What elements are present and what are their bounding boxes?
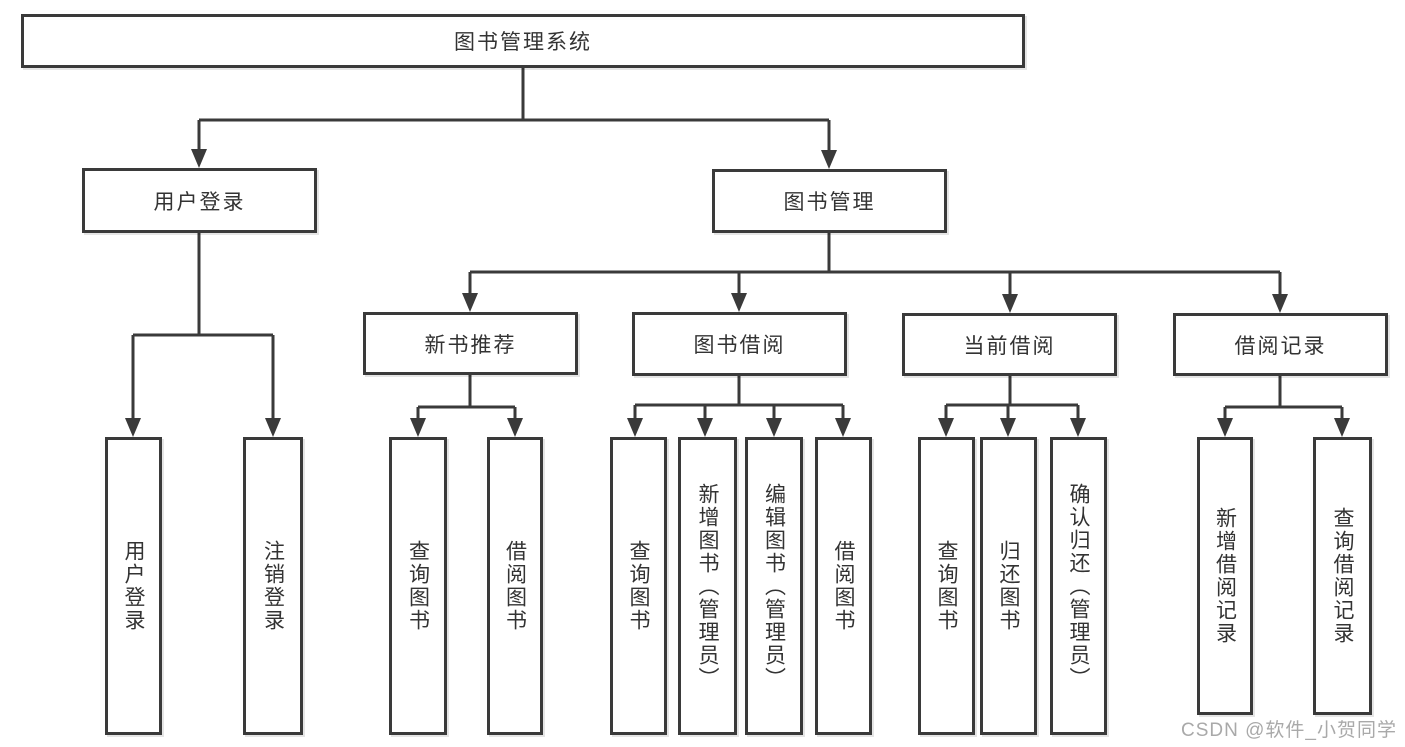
node-label: 新增借阅记录 — [1213, 507, 1237, 645]
arrow-head — [1334, 418, 1350, 437]
arrow-head — [507, 418, 523, 437]
leaf-borrow-books-recommend: 借阅图书 — [487, 437, 543, 735]
node-current-borrowing: 当前借阅 — [902, 313, 1117, 376]
arrow-head — [697, 418, 713, 437]
node-new-book-recommendation: 新书推荐 — [363, 312, 578, 375]
leaf-query-borrow-record: 查询借阅记录 — [1313, 437, 1372, 715]
arrow-head — [462, 293, 478, 312]
arrow-head — [1000, 418, 1016, 437]
arrow-head — [938, 418, 954, 437]
arrow-head — [1070, 418, 1086, 437]
node-label: 查询借阅记录 — [1331, 507, 1354, 645]
arrow-head — [1002, 294, 1018, 313]
node-label: 当前借阅 — [963, 334, 1056, 358]
watermark: CSDN @软件_小贺同学 — [1181, 720, 1397, 741]
node-label: 图书借阅 — [693, 334, 786, 357]
leaf-add-borrow-record: 新增借阅记录 — [1197, 437, 1253, 715]
arrow-head — [191, 149, 207, 168]
leaf-logout: 注销登录 — [243, 437, 303, 735]
leaf-borrow-books-borrowing: 借阅图书 — [815, 437, 872, 735]
node-label: 图书管理 — [783, 191, 876, 214]
node-label: 查询图书 — [406, 540, 430, 632]
arrow-head — [766, 418, 782, 437]
arrow-head — [731, 293, 747, 312]
arrow-head — [265, 418, 281, 437]
arrow-head — [1272, 294, 1288, 313]
node-book-borrowing: 图书借阅 — [632, 312, 847, 376]
arrow-head — [821, 150, 837, 169]
arrow-head — [410, 418, 426, 437]
node-label: 编辑图书（管理员） — [762, 482, 786, 690]
node-label: 归还图书 — [997, 540, 1020, 632]
node-user-login: 用户登录 — [82, 168, 317, 233]
node-label: 用户登录 — [153, 190, 246, 214]
node-label: 图书管理系统 — [454, 31, 592, 54]
leaf-user-login: 用户登录 — [105, 437, 162, 735]
leaf-query-books-borrowing: 查询图书 — [610, 437, 667, 735]
node-label: 借阅图书 — [503, 540, 527, 632]
node-label: 新增图书（管理员） — [696, 482, 719, 690]
arrow-head — [835, 418, 851, 437]
arrow-head — [627, 418, 643, 437]
node-book-management: 图书管理 — [712, 169, 947, 233]
leaf-edit-book-admin: 编辑图书（管理员） — [745, 437, 803, 735]
leaf-query-books-current: 查询图书 — [918, 437, 975, 735]
arrow-head — [1217, 418, 1233, 437]
leaf-query-books-recommend: 查询图书 — [389, 437, 447, 735]
node-label: 新书推荐 — [424, 333, 517, 357]
node-label: 确认归还（管理员） — [1067, 482, 1090, 690]
leaf-return-book: 归还图书 — [980, 437, 1037, 735]
node-library-management-system: 图书管理系统 — [21, 14, 1025, 68]
node-label: 查询图书 — [627, 540, 650, 632]
arrow-head — [125, 418, 141, 437]
node-label: 查询图书 — [935, 540, 958, 632]
leaf-confirm-return-admin: 确认归还（管理员） — [1050, 437, 1107, 735]
node-label: 注销登录 — [261, 540, 285, 632]
node-label: 借阅图书 — [832, 540, 855, 632]
node-label: 借阅记录 — [1234, 334, 1327, 358]
leaf-add-book-admin: 新增图书（管理员） — [678, 437, 737, 735]
node-borrowing-records: 借阅记录 — [1173, 313, 1388, 376]
node-label: 用户登录 — [122, 540, 145, 632]
